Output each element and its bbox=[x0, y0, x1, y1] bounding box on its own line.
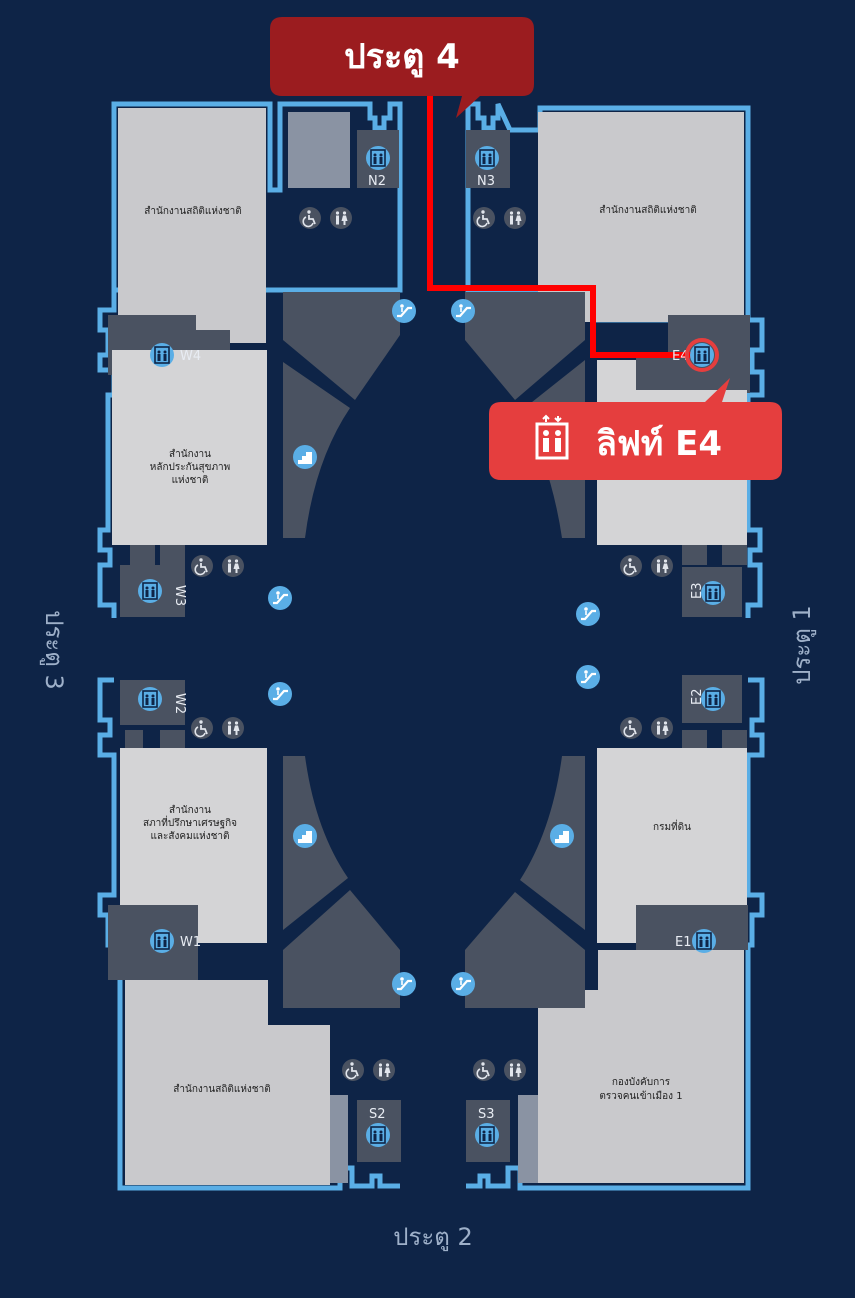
west-corridor-block bbox=[125, 730, 143, 750]
room-se-label: ตรวจคนเข้าเมือง 1 bbox=[599, 1090, 682, 1102]
east-corridor-block bbox=[682, 545, 707, 565]
restroom-icon bbox=[373, 1059, 395, 1081]
elevator-icon[interactable] bbox=[474, 145, 500, 171]
wheelchair-icon bbox=[298, 206, 322, 230]
lift-w3-label: W3 bbox=[172, 585, 187, 606]
elevator-icon[interactable] bbox=[149, 928, 175, 954]
east-corridor-block bbox=[682, 730, 707, 748]
room-w-lower-label: สภาที่ปรึกษาเศรษฐกิจ bbox=[143, 815, 237, 829]
west-corridor-block bbox=[160, 730, 185, 750]
room-w-upper-label: สำนักงาน bbox=[169, 449, 211, 460]
wheelchair-icon bbox=[190, 716, 214, 740]
e1-lift-lobby bbox=[636, 905, 748, 950]
destination-callout: ลิฟท์ E4 bbox=[489, 378, 782, 480]
escalator-icon bbox=[266, 680, 294, 708]
east-corridor-block bbox=[722, 730, 747, 748]
gate-west-label: ประตู 3 bbox=[39, 610, 68, 690]
lift-n2-label: N2 bbox=[368, 174, 386, 189]
west-wall-upper bbox=[97, 104, 117, 618]
gate-east-label: ประตู 1 bbox=[788, 605, 817, 685]
escalator-icon bbox=[449, 970, 477, 998]
room-sw-label: สำนักงานสถิติแห่งชาติ bbox=[173, 1084, 270, 1095]
lift-e2-label: E2 bbox=[690, 689, 705, 706]
wheelchair-icon bbox=[341, 1058, 365, 1082]
elevator-icon[interactable] bbox=[137, 578, 163, 604]
escalator-icon bbox=[449, 297, 477, 325]
west-corridor-block bbox=[130, 545, 155, 565]
elevator-icon bbox=[535, 414, 569, 460]
restroom-icon bbox=[330, 207, 352, 229]
lift-s2-label: S2 bbox=[369, 1107, 386, 1122]
wheelchair-icon bbox=[472, 206, 496, 230]
elevator-icon[interactable] bbox=[149, 342, 175, 368]
wheelchair-icon bbox=[619, 554, 643, 578]
elevator-icon[interactable] bbox=[691, 928, 717, 954]
lift-w4-label: W4 bbox=[180, 349, 201, 364]
elevator-icon[interactable] bbox=[689, 342, 715, 368]
west-corridor-block bbox=[160, 545, 185, 565]
room-w-lower-label: สำนักงาน bbox=[169, 805, 211, 816]
stairs-icon bbox=[293, 445, 317, 469]
room-w-upper-label: แห่งชาติ bbox=[172, 475, 209, 486]
entry-callout-label: ประตู 4 bbox=[344, 37, 460, 78]
restroom-icon bbox=[504, 207, 526, 229]
restroom-icon bbox=[504, 1059, 526, 1081]
restroom-icon bbox=[222, 555, 244, 577]
room-nw-label: สำนักงานสถิติแห่งชาติ bbox=[144, 206, 241, 217]
escalator-icon bbox=[390, 297, 418, 325]
room-w-lower-label: และสังคมแห่งชาติ bbox=[150, 831, 229, 842]
building-north-west bbox=[111, 101, 403, 343]
elevator-icon[interactable] bbox=[365, 145, 391, 171]
south-west-service-strip bbox=[330, 1095, 348, 1183]
south-east-service-strip bbox=[518, 1095, 538, 1183]
wheelchair-icon bbox=[472, 1058, 496, 1082]
elevator-icon[interactable] bbox=[365, 1122, 391, 1148]
elevator-icon[interactable] bbox=[137, 686, 163, 712]
entry-callout: ประตู 4 bbox=[270, 17, 534, 118]
escalator-icon bbox=[574, 600, 602, 628]
east-corridor-block bbox=[722, 545, 747, 565]
escalator-icon bbox=[390, 970, 418, 998]
wheelchair-icon bbox=[190, 554, 214, 578]
lift-e4-label: E4 bbox=[672, 349, 689, 364]
room-se-label: กองบังคับการ bbox=[612, 1077, 671, 1088]
restroom-icon bbox=[651, 717, 673, 739]
stairs-icon bbox=[550, 824, 574, 848]
lift-e3-label: E3 bbox=[690, 583, 705, 600]
room-west-upper bbox=[112, 350, 267, 545]
destination-callout-label: ลิฟท์ E4 bbox=[596, 424, 722, 464]
route-line bbox=[427, 95, 702, 358]
room-e-lower-label: กรมที่ดิน bbox=[653, 819, 691, 833]
room-ne-label: สำนักงานสถิติแห่งชาติ bbox=[599, 205, 696, 216]
elevator-icon[interactable] bbox=[474, 1122, 500, 1148]
lift-n3-label: N3 bbox=[477, 174, 495, 189]
escalator-icon bbox=[266, 584, 294, 612]
restroom-icon bbox=[651, 555, 673, 577]
room-w-upper-label: หลักประกันสุขภาพ bbox=[150, 462, 231, 473]
wheelchair-icon bbox=[619, 716, 643, 740]
east-wall-lower bbox=[466, 677, 765, 1191]
lift-w2-label: W2 bbox=[172, 693, 187, 714]
escalator-icon bbox=[574, 663, 602, 691]
stairs-icon bbox=[293, 824, 317, 848]
lift-s3-label: S3 bbox=[478, 1107, 495, 1122]
lift-w1-label: W1 bbox=[180, 935, 201, 950]
lift-e1-label: E1 bbox=[675, 935, 692, 950]
gate-south-label: ประตู 2 bbox=[393, 1223, 473, 1252]
destination-marker bbox=[685, 338, 719, 372]
restroom-icon bbox=[222, 717, 244, 739]
